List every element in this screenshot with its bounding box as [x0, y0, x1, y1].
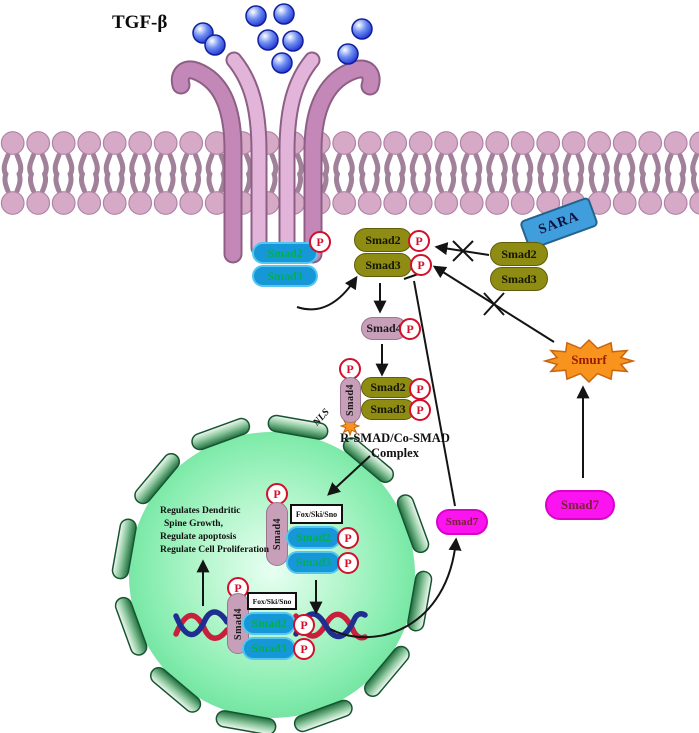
phosphate-badge: P — [337, 527, 359, 549]
smad7-left-pill: Smad7 — [436, 509, 488, 535]
phosphate-badge: P — [410, 254, 432, 276]
receptor-smad2-pill: Smad2 — [252, 242, 318, 264]
nuclear-upper-smad3-pill: Smad3 — [286, 551, 341, 574]
smad7-left-label: Smad7 — [445, 516, 479, 528]
x-mark-smurf — [483, 292, 505, 316]
dna-helix-left — [173, 609, 230, 641]
complex-smad2-label: Smad2 — [370, 380, 406, 394]
phospho-smad3-label: Smad3 — [365, 257, 401, 272]
receptor-smad2-label: Smad2 — [267, 245, 303, 260]
inhibition-x-marks — [452, 240, 505, 316]
complex-smad4-label: Smad4 — [345, 384, 356, 416]
phospho-smad3-pill: Smad3 — [354, 253, 412, 277]
phosphate-badge: P — [293, 614, 315, 636]
phosphate-badge: P — [408, 230, 430, 252]
plasma-membrane — [0, 131, 699, 215]
smad4-pill: Smad4 — [361, 317, 407, 340]
smad7-right-pill: Smad7 — [545, 490, 615, 520]
phospho-smad2-pill: Smad2 — [354, 228, 412, 252]
phosphate-badge: P — [293, 638, 315, 660]
complex-caption-line1: R-SMAD/Co-SMAD — [340, 431, 450, 445]
nuclear-upper-smad2-pill: Smad2 — [286, 526, 341, 549]
nucleus — [111, 414, 433, 733]
x-mark-sara — [452, 240, 474, 262]
sara-smad2-pill: Smad2 — [490, 242, 548, 266]
complex-smad3-pill: Smad3 — [361, 399, 415, 420]
nuclear-upper-smad2-label: Smad2 — [295, 530, 332, 544]
phospho-smad2-label: Smad2 — [365, 232, 401, 247]
nuclear-lower-smad3-pill: Smad3 — [242, 637, 296, 660]
nuclear-lower-smad3-label: Smad3 — [251, 641, 287, 655]
tf-box-lower: Fox/Ski/Sno — [247, 592, 297, 610]
phosphate-badge: P — [337, 552, 359, 574]
complex-caption-line2: Complex — [371, 446, 419, 460]
nuclear-upper-smad3-label: Smad3 — [295, 555, 332, 569]
smurf-starburst — [542, 338, 636, 384]
nuclear-envelope-segments — [111, 414, 433, 733]
tf-box-upper-label: Fox/Ski/Sno — [295, 509, 338, 519]
tf-box-lower-label: Fox/Ski/Sno — [252, 596, 292, 606]
smad4-label: Smad4 — [366, 321, 402, 335]
sara-smad3-pill: Smad3 — [490, 267, 548, 291]
complex-smad2-pill: Smad2 — [361, 377, 415, 398]
arrow-complex-into-nucleus — [327, 455, 371, 496]
gene-effect-line: Regulate Cell Proliferation — [160, 545, 270, 555]
receptor-smad3-pill: Smad3 — [252, 265, 318, 287]
arrow-nucleus-export-to-smad7 — [329, 537, 462, 639]
sara-smad3-label: Smad3 — [501, 271, 537, 286]
gene-effects-text: Regulates Dendritic Spine Growth, Regula… — [160, 505, 282, 557]
gene-effect-line: Spine Growth, — [164, 519, 223, 529]
tf-box-upper: Fox/Ski/Sno — [290, 504, 343, 524]
phosphate-badge: P — [409, 399, 431, 421]
gene-effect-line: Regulate apoptosis — [160, 532, 237, 542]
tgf-beta-label: TGF-β — [112, 12, 168, 33]
smad7-right-label: Smad7 — [560, 497, 600, 512]
gene-effect-line: Regulates Dendritic — [160, 506, 241, 516]
tgf-ligand-molecules — [192, 3, 373, 74]
complex-smad3-label: Smad3 — [370, 402, 406, 416]
phosphate-badge: P — [309, 231, 331, 253]
arrow-receptor-to-phospho-smads — [296, 275, 358, 311]
phosphate-badge: P — [409, 378, 431, 400]
phosphate-badge: P — [399, 318, 421, 340]
tgf-receptor — [170, 51, 381, 264]
sara-smad2-label: Smad2 — [501, 246, 537, 261]
nuclear-lower-smad2-label: Smad2 — [251, 616, 287, 630]
nuclear-lower-smad2-pill: Smad2 — [242, 612, 296, 635]
receptor-smad3-label: Smad3 — [267, 268, 303, 283]
line-smad7-inhibition — [413, 280, 456, 507]
complex-smad4-pill: Smad4 — [340, 377, 361, 423]
sara-label: SARA — [536, 208, 582, 238]
smurf-label: Smurf — [571, 352, 607, 367]
